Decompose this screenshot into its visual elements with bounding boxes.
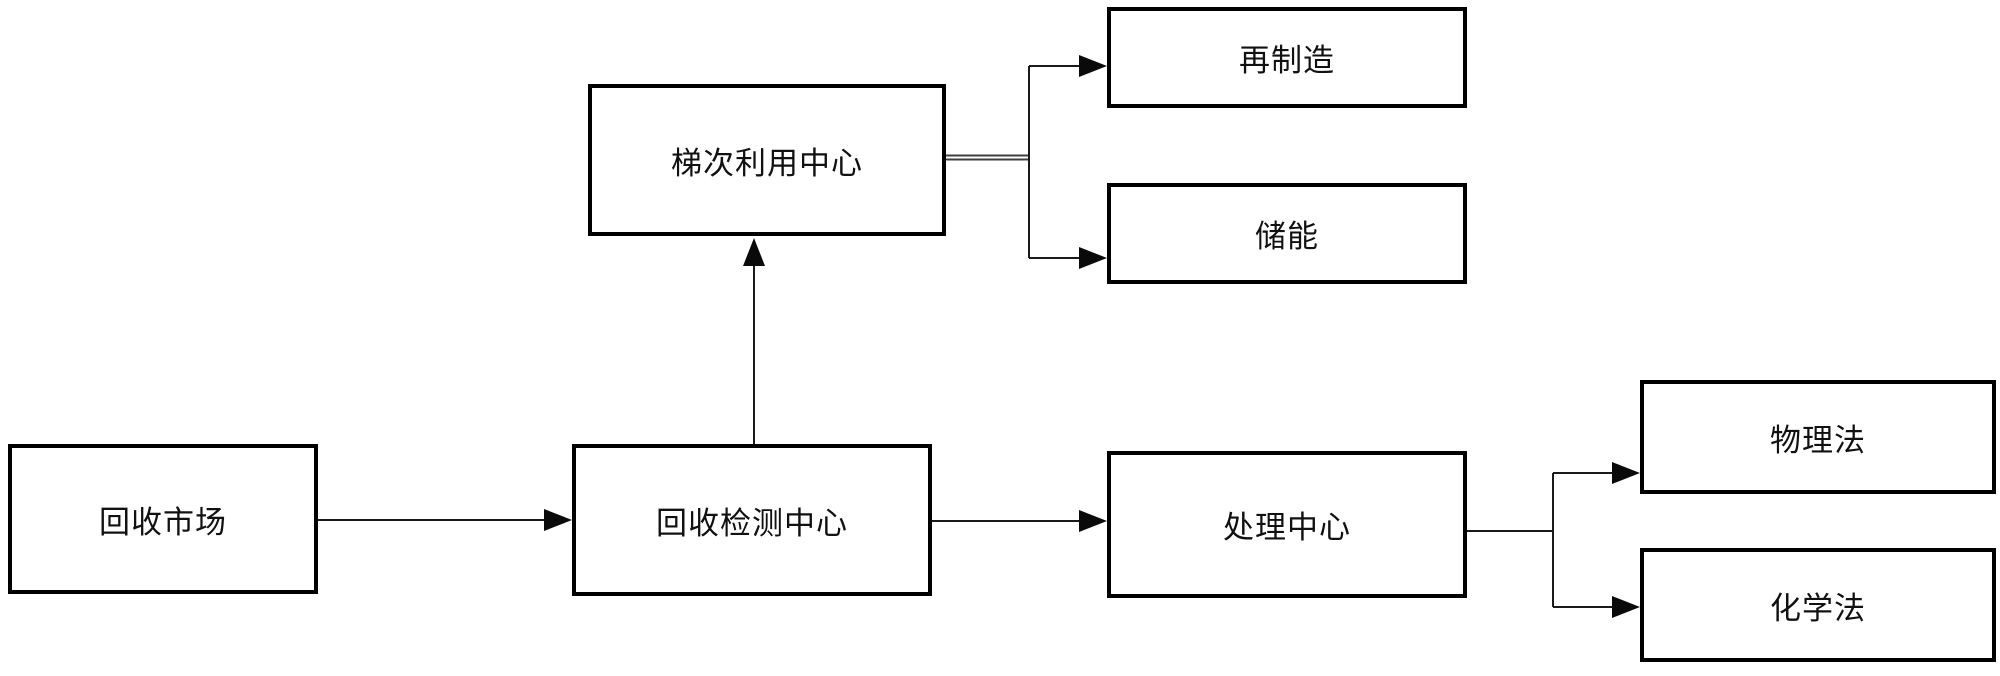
node-label: 梯次利用中心 [671, 145, 863, 182]
connector-testing-to-treatment [932, 510, 1107, 532]
arrowhead-right-icon [1612, 462, 1640, 484]
node-energy-storage: 储能 [1107, 183, 1467, 284]
node-label: 回收检测中心 [656, 505, 848, 542]
arrowhead-up-icon [743, 238, 765, 266]
arrowhead-right-icon [1079, 247, 1107, 269]
node-recycling-market: 回收市场 [8, 444, 318, 594]
connector-market-to-testing [318, 509, 572, 531]
node-remanufacturing: 再制造 [1107, 7, 1467, 108]
node-label: 化学法 [1770, 590, 1866, 627]
node-label: 储能 [1255, 219, 1319, 255]
arrowhead-right-icon [1612, 596, 1640, 618]
arrowhead-right-icon [544, 509, 572, 531]
connector-testing-to-cascade [743, 238, 765, 444]
node-chemical-method: 化学法 [1640, 548, 1996, 662]
node-recycling-testing-center: 回收检测中心 [572, 444, 932, 596]
node-cascade-utilization-center: 梯次利用中心 [588, 84, 946, 236]
arrowhead-right-icon [1079, 55, 1107, 77]
connector-cascade-branch [946, 55, 1107, 269]
node-label: 处理中心 [1223, 510, 1351, 546]
node-physical-method: 物理法 [1640, 380, 1996, 494]
arrowhead-right-icon [1079, 510, 1107, 532]
connector-treatment-branch [1467, 462, 1640, 618]
node-treatment-center: 处理中心 [1107, 451, 1467, 598]
node-label: 回收市场 [99, 504, 227, 541]
node-label: 再制造 [1239, 43, 1335, 79]
node-label: 物理法 [1770, 422, 1866, 459]
